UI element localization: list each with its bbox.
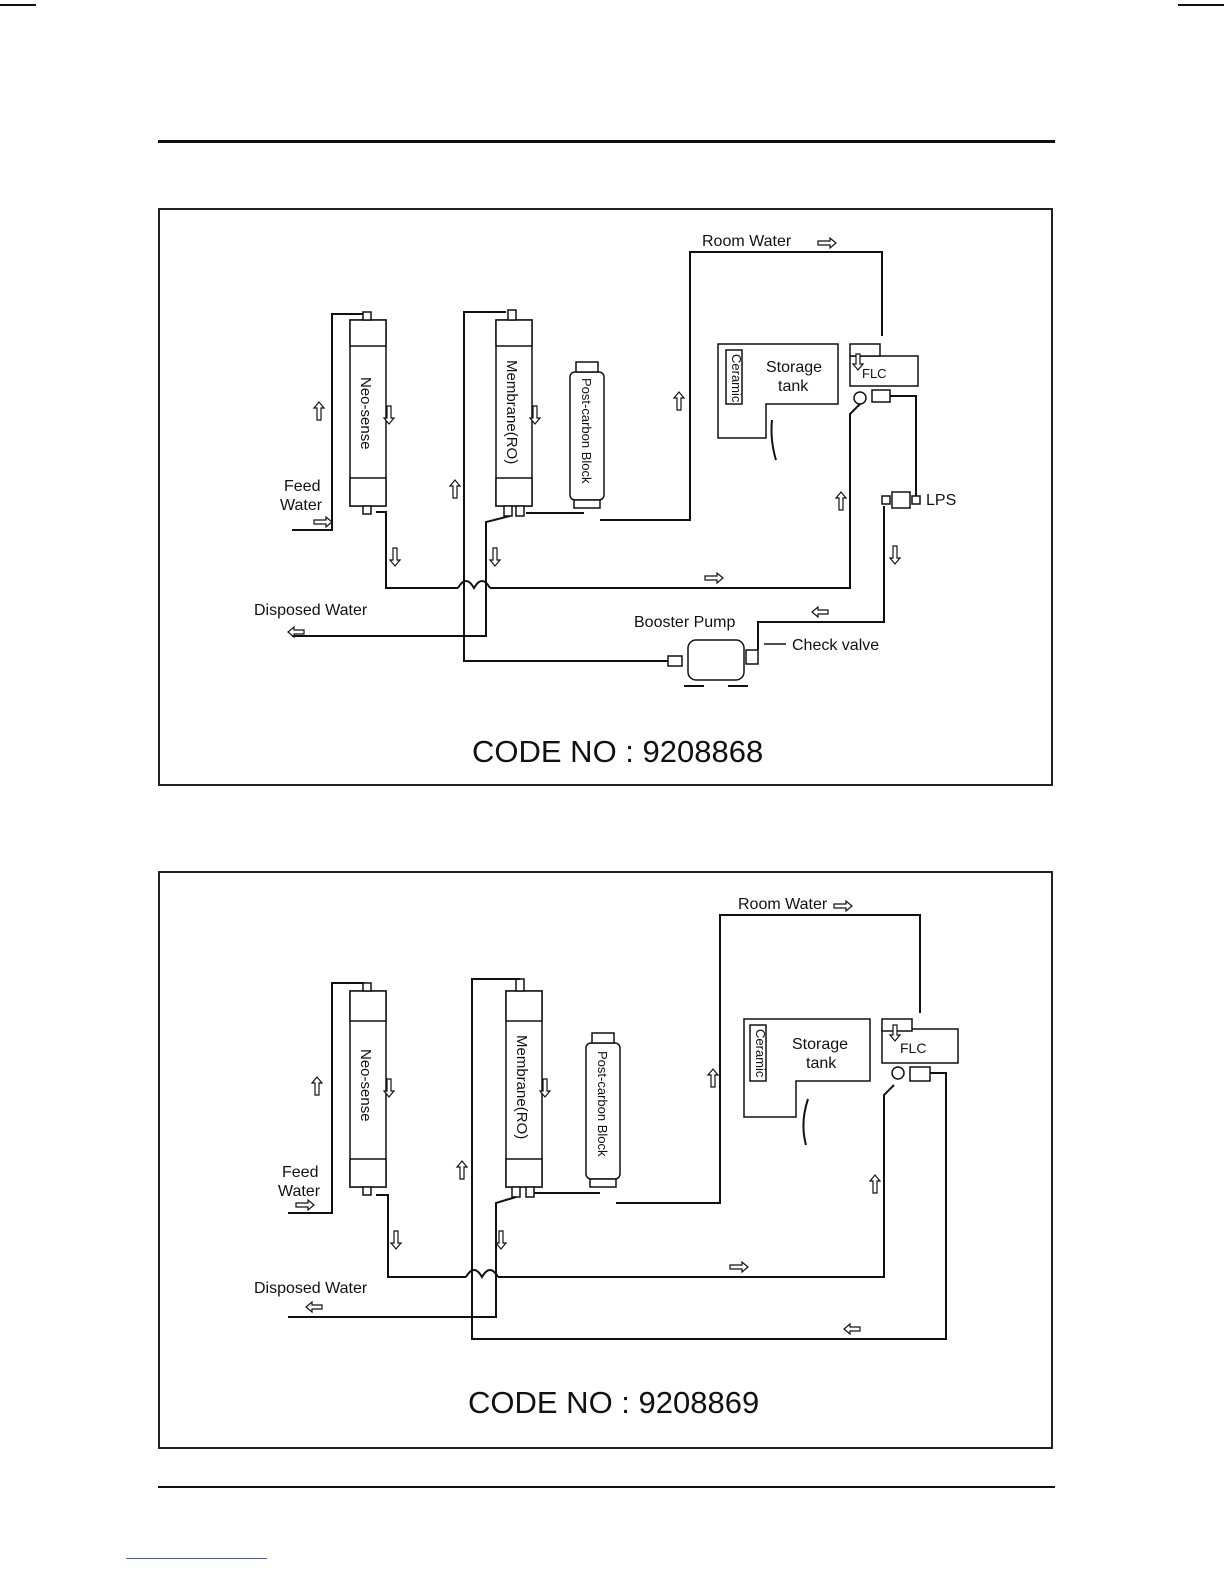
lps-switch [882,492,920,508]
diagram-panel-9208869: Neo-sense Membrane(RO) Post-carbon Block [158,871,1053,1449]
disposed-water-label: Disposed Water [254,602,368,619]
crop-mark-left [0,4,36,6]
crossover-hump-1 [466,1270,498,1277]
feed-water-label-line2: Water [280,497,323,514]
neo-sense-label: Neo-sense [357,1049,374,1122]
feed-water-label-line1: Feed [284,478,320,495]
storage-label-line1: Storage [766,359,822,376]
storage-label-line2: tank [778,378,809,395]
disposed-water-pipe [288,1197,516,1317]
crop-mark-right [1178,4,1224,6]
feed-water-label-line1: Feed [282,1164,318,1181]
storage-label-line1: Storage [792,1036,848,1053]
footer-rule [158,1486,1055,1488]
header-rule [158,140,1055,143]
flc-label: FLC [862,366,887,381]
to-storage-pipe [490,404,860,588]
neo-sense-label: Neo-sense [357,377,374,450]
flc-side-pipe [930,1073,946,1085]
diagram-panel-9208868: Neo-sense Membrane(RO) Post-carbon Block [158,208,1053,786]
lps-to-check-valve-pipe [758,506,884,650]
post-carbon-label: Post-carbon Block [579,378,594,484]
storage-label-line2: tank [806,1055,837,1072]
booster-pump-label: Booster Pump [634,614,735,631]
lps-label: LPS [926,492,956,509]
to-storage-pipe [498,1085,894,1277]
room-water-label: Room Water [702,233,792,250]
water-flow-diagram-2: Neo-sense Membrane(RO) Post-carbon Block [160,873,1055,1451]
booster-pump [668,640,758,686]
return-to-membrane-pipe [472,979,946,1339]
neo-to-bypass-pipe [376,512,458,588]
membrane-label: Membrane(RO) [503,360,520,464]
feed-water-label-line2: Water [278,1183,321,1200]
flc-to-lps-pipe [890,396,916,500]
water-flow-diagram-1: Neo-sense Membrane(RO) Post-carbon Block [160,210,1055,788]
check-valve-label: Check valve [792,637,879,654]
tank-drain-tube [803,1099,808,1145]
membrane-label: Membrane(RO) [513,1035,530,1139]
code-number-label: CODE NO : 9208869 [468,1385,759,1421]
tank-drain-tube [772,420,777,460]
ceramic-label: Ceramic [729,354,744,403]
footer-link-underline [126,1558,267,1559]
pump-to-membrane-pipe [464,312,670,661]
room-water-label: Room Water [738,896,828,913]
code-number-label: CODE NO : 9208868 [472,734,763,770]
ceramic-label: Ceramic [753,1029,768,1078]
post-carbon-label: Post-carbon Block [595,1051,610,1157]
neo-to-bypass-pipe [376,1195,466,1277]
flc-label: FLC [900,1040,926,1056]
disposed-water-label: Disposed Water [254,1280,368,1297]
